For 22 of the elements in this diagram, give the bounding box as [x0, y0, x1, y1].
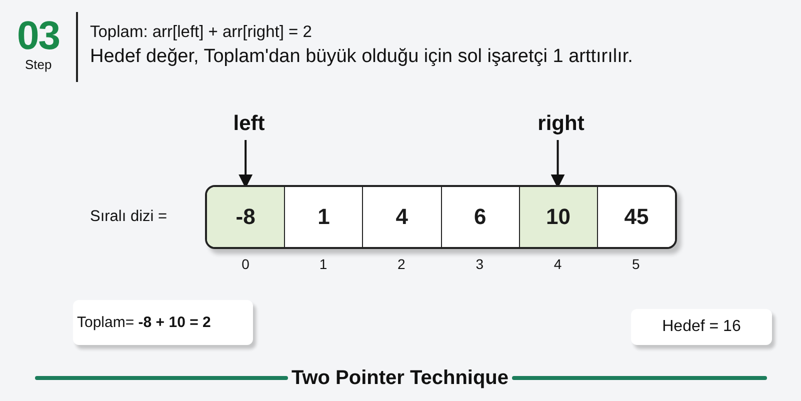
pointer-label: left	[233, 112, 265, 136]
array-cell: 10	[518, 187, 597, 247]
explanation-text: Hedef değer, Toplam'dan büyük olduğu için sol işaretçi 1 arttırılır.	[90, 46, 633, 68]
target-card: Hedef = 16	[631, 309, 772, 345]
caption-text: Two Pointer Technique	[291, 366, 509, 390]
array-cell: 4	[362, 187, 441, 247]
pointer-label: right	[538, 112, 584, 136]
sum-card: Toplam= -8 + 10 = 2	[73, 300, 253, 345]
index-label: 5	[632, 256, 640, 272]
sum-formula: Toplam: arr[left] + arr[right] = 2	[90, 23, 312, 42]
array-label: Sıralı dizi =	[90, 207, 168, 227]
array-cell: -8	[207, 187, 284, 247]
index-label: 4	[554, 256, 562, 272]
step-number: 03	[17, 16, 60, 56]
array-cell: 1	[284, 187, 362, 247]
array-cell: 6	[440, 187, 519, 247]
index-label: 0	[242, 256, 250, 272]
array-cell: 45	[596, 187, 675, 247]
step-caption: Step	[25, 57, 52, 73]
index-label: 2	[398, 256, 406, 272]
index-label: 1	[319, 256, 328, 272]
index-label: 3	[476, 256, 484, 272]
